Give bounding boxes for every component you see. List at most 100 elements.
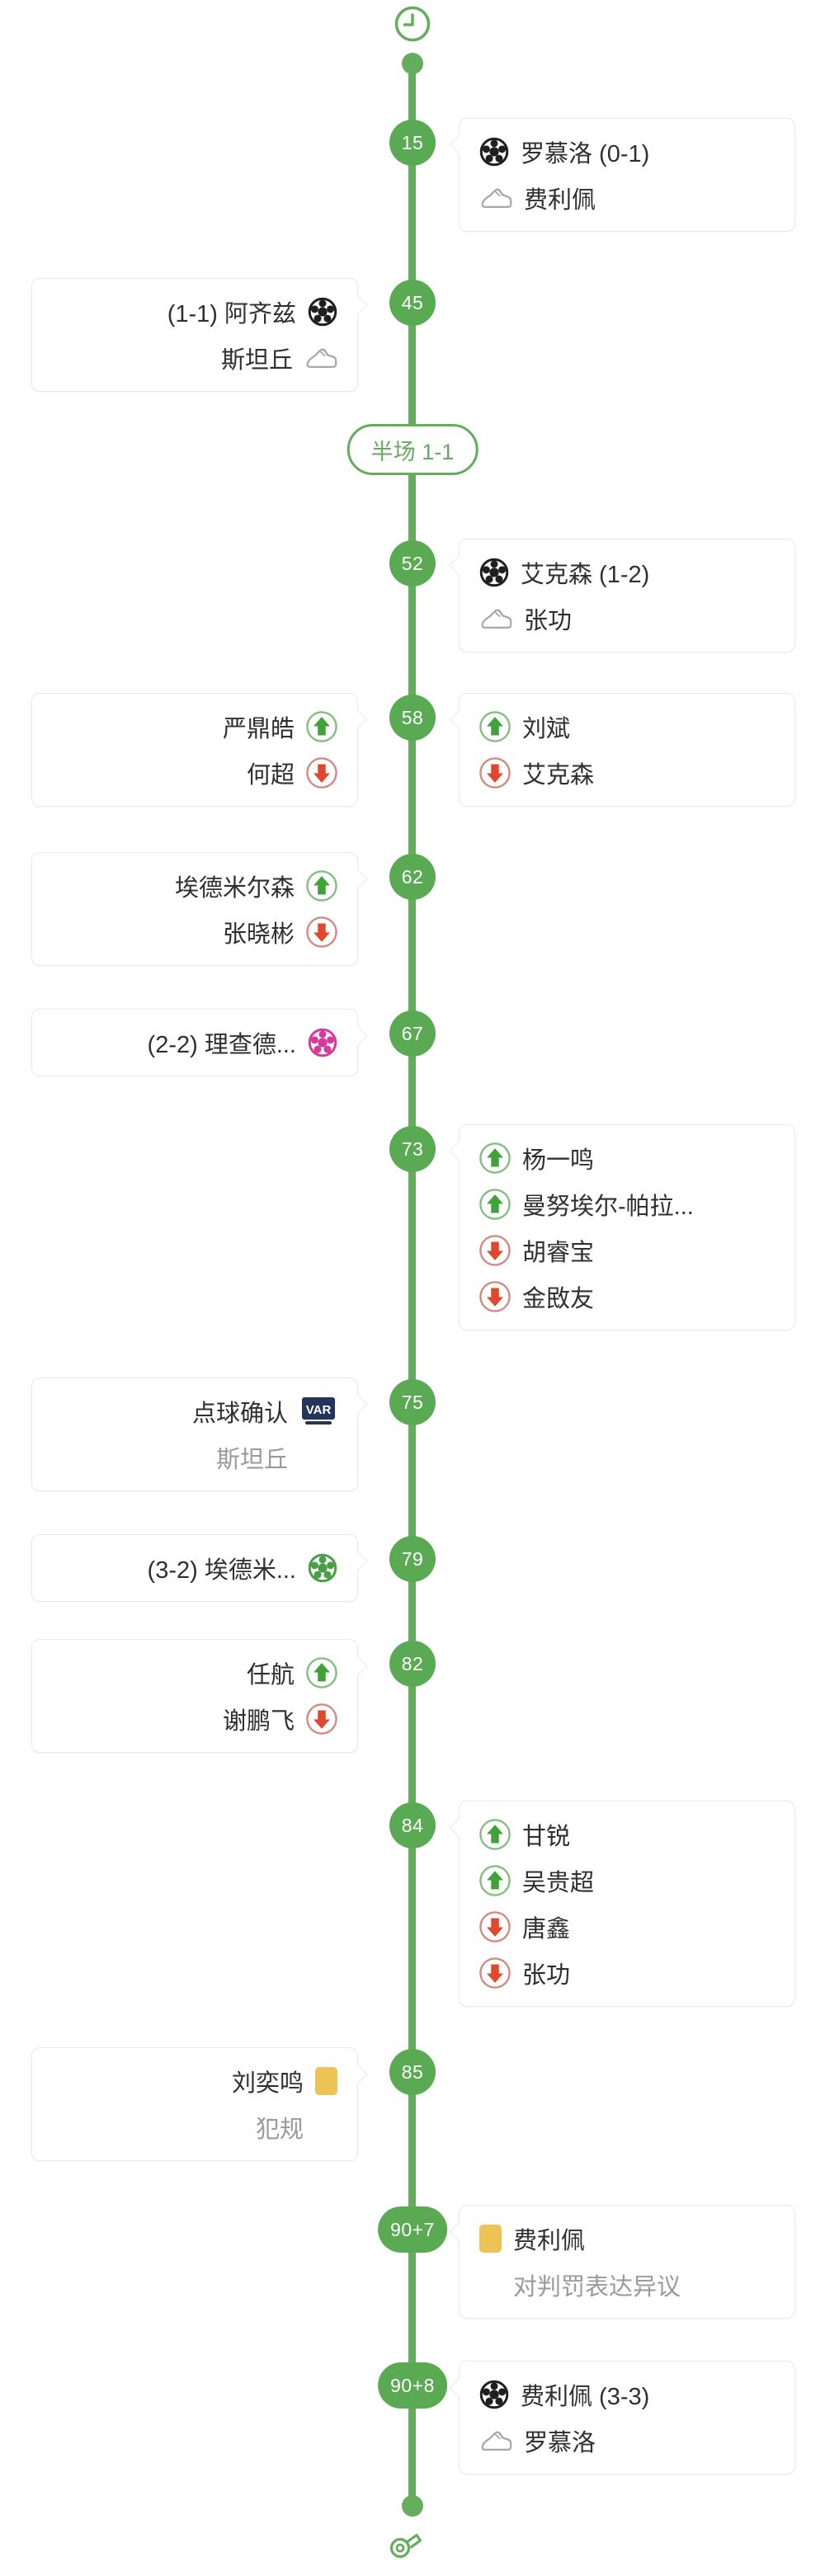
- minute-node: 58: [389, 695, 436, 741]
- player-name: 费利佩 (3-3): [521, 2384, 650, 2410]
- sub-out-arrow-icon: [479, 1911, 511, 1943]
- sub-out-arrow-icon: [479, 1235, 511, 1266]
- event-row: (2-2) 理查德...: [148, 1026, 337, 1059]
- player-name: 张功: [524, 608, 573, 634]
- event-row: 唐鑫: [479, 1910, 570, 1943]
- event-detail-text: 斯坦丘: [215, 1447, 288, 1473]
- player-name: 甘锐: [522, 1824, 571, 1850]
- timeline-end-dot: [402, 2495, 423, 2517]
- sub-out-arrow-icon: [479, 757, 511, 789]
- svg-text:VAR: VAR: [306, 1403, 332, 1417]
- player-name: 胡睿宝: [522, 1240, 595, 1266]
- event-row: 张晓彬: [223, 916, 337, 949]
- player-name: 罗慕洛 (0-1): [521, 141, 650, 167]
- player-name: 任航: [246, 1662, 295, 1688]
- event-row: 费利佩 (3-3): [479, 2378, 649, 2411]
- event-row: 点球确认 VAR: [192, 1395, 337, 1428]
- minute-node: 79: [389, 1536, 436, 1582]
- event-row: 曼努埃尔-帕拉...: [479, 1188, 694, 1221]
- event-card: 刘斌 艾克森: [459, 693, 795, 807]
- player-name: 张晓彬: [222, 921, 295, 948]
- player-name: 费利佩: [513, 2228, 586, 2254]
- goal-icon: [308, 297, 337, 327]
- goal-icon: [479, 137, 509, 167]
- player-name: 费利佩: [524, 187, 596, 214]
- event-row: 罗慕洛 (0-1): [479, 135, 649, 168]
- event-row: 费利佩: [479, 181, 596, 214]
- player-name: 吴贵超: [522, 1870, 595, 1896]
- whistle-icon: [386, 2522, 426, 2566]
- goal-icon: [479, 558, 509, 587]
- timeline-start-dot: [402, 53, 423, 74]
- event-row: 任航: [247, 1656, 337, 1689]
- clock-icon: [394, 5, 431, 47]
- player-name: 艾克森: [522, 762, 595, 789]
- own-goal-icon: [308, 1028, 337, 1057]
- event-card: 甘锐 吴贵超 唐鑫 张功: [459, 1801, 795, 2007]
- minute-node: 45: [389, 280, 436, 326]
- event-row: 刘奕鸣: [232, 2065, 337, 2098]
- event-row: 金敃友: [479, 1280, 594, 1313]
- event-card: 埃德米尔森 张晓彬: [31, 852, 358, 966]
- event-row: 斯坦丘: [221, 341, 337, 374]
- player-name: 谢鹏飞: [222, 1708, 295, 1735]
- sub-out-arrow-icon: [479, 1957, 511, 1989]
- player-name: 金敃友: [522, 1286, 595, 1312]
- player-name: 刘斌: [522, 716, 571, 742]
- event-card: 点球确认 VAR 斯坦丘 VAR: [31, 1377, 358, 1491]
- minute-node: 67: [389, 1010, 436, 1057]
- event-card: 刘奕鸣犯规: [31, 2047, 358, 2161]
- sub-in-arrow-icon: [306, 870, 337, 902]
- var-icon: VAR: [299, 1396, 337, 1426]
- player-name: 曼努埃尔-帕拉...: [522, 1194, 694, 1220]
- minute-node: 52: [389, 540, 436, 586]
- event-row: 张功: [479, 1957, 570, 1990]
- event-card: 杨一鸣 曼努埃尔-帕拉... 胡睿宝 金敃友: [459, 1124, 795, 1330]
- event-row: 犯规: [256, 2111, 337, 2144]
- player-name: 刘奕鸣: [231, 2070, 304, 2097]
- sub-in-arrow-icon: [306, 711, 337, 742]
- event-row: (1-1) 阿齐兹: [167, 295, 337, 328]
- event-detail-text: 犯规: [255, 2117, 304, 2143]
- assist-shoe-icon: [479, 2428, 512, 2454]
- event-card: 严鼎皓 何超: [31, 693, 358, 807]
- event-card: (2-2) 理查德...: [31, 1009, 358, 1076]
- event-row: 吴贵超: [479, 1864, 594, 1897]
- player-name: 唐鑫: [522, 1916, 571, 1943]
- event-row: 斯坦丘 VAR: [216, 1441, 337, 1474]
- player-name: (3-2) 埃德米...: [147, 1557, 296, 1584]
- event-row: 甘锐: [479, 1818, 570, 1851]
- yellow-card-icon: [479, 2225, 502, 2253]
- player-name: 罗慕洛: [524, 2430, 596, 2456]
- event-row: 严鼎皓: [223, 710, 337, 743]
- minute-node: 15: [389, 120, 436, 166]
- assist-shoe-icon: [304, 345, 337, 371]
- event-row: 胡睿宝: [479, 1234, 594, 1267]
- sub-in-arrow-icon: [479, 1189, 511, 1220]
- player-name: 张功: [522, 1962, 571, 1989]
- yellow-card-icon: [315, 2067, 337, 2095]
- player-name: 点球确认: [191, 1401, 288, 1427]
- event-row: 刘斌: [479, 710, 570, 743]
- event-row: 杨一鸣: [479, 1142, 594, 1175]
- event-detail-text: 对判罚表达异议: [513, 2274, 681, 2301]
- player-name: 何超: [246, 762, 295, 789]
- player-name: (2-2) 理查德...: [147, 1032, 296, 1058]
- event-card: (3-2) 埃德米...: [31, 1534, 358, 1602]
- event-row: 艾克森 (1-2): [479, 556, 649, 589]
- assist-shoe-icon: [479, 185, 512, 211]
- event-card: 费利佩 (3-3) 罗慕洛: [459, 2361, 795, 2475]
- minute-node: 75: [389, 1379, 436, 1425]
- minute-node: 85: [389, 2049, 436, 2095]
- event-card: 任航 谢鹏飞: [31, 1639, 358, 1753]
- event-row: 对判罚表达异议: [479, 2268, 681, 2301]
- timeline-line: [408, 64, 416, 2506]
- sub-in-arrow-icon: [479, 1142, 511, 1174]
- penalty-goal-icon: [308, 1553, 337, 1583]
- player-name: 埃德米尔森: [174, 875, 295, 902]
- player-name: 严鼎皓: [222, 716, 295, 742]
- assist-shoe-icon: [479, 605, 512, 632]
- halftime-badge: 半场 1-1: [346, 424, 478, 475]
- sub-out-arrow-icon: [306, 1703, 337, 1735]
